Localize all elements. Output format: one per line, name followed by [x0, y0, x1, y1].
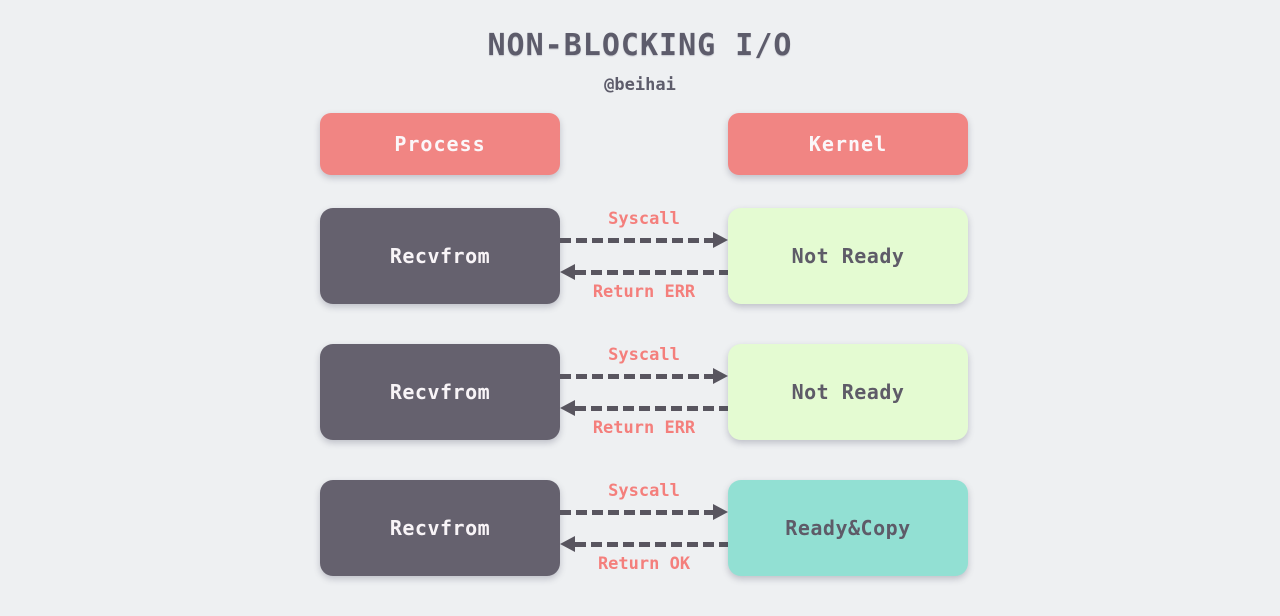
return-ok-label: Return OK	[597, 554, 691, 574]
return-arrow-icon	[560, 264, 728, 280]
recvfrom-label: Recvfrom	[389, 244, 491, 268]
recvfrom-box: Recvfrom	[320, 480, 560, 576]
process-lane-box: Process	[320, 113, 560, 175]
syscall-arrow-icon	[560, 504, 728, 520]
kernel-lane-label: Kernel	[808, 132, 888, 156]
return-arrow-icon	[560, 536, 728, 552]
syscall-label: Syscall	[608, 345, 680, 365]
syscall-arrow-icon	[560, 232, 728, 248]
diagram-author: @beihai	[604, 75, 676, 95]
syscall-label: Syscall	[608, 209, 680, 229]
recvfrom-label: Recvfrom	[389, 380, 491, 404]
arrow-group: Syscall Return OK	[560, 480, 728, 576]
recvfrom-box: Recvfrom	[320, 208, 560, 304]
not-ready-label: Not Ready	[791, 380, 905, 404]
arrow-group: Syscall Return ERR	[560, 208, 728, 304]
not-ready-box: Not Ready	[728, 344, 968, 440]
ready-copy-label: Ready&Copy	[785, 516, 911, 540]
ready-copy-box: Ready&Copy	[728, 480, 968, 576]
process-lane-label: Process	[394, 132, 486, 156]
return-err-label: Return ERR	[592, 418, 696, 438]
kernel-lane-box: Kernel	[728, 113, 968, 175]
diagram-title: NON-BLOCKING I/O	[487, 28, 793, 63]
return-err-label: Return ERR	[592, 282, 696, 302]
arrow-group: Syscall Return ERR	[560, 344, 728, 440]
return-arrow-icon	[560, 400, 728, 416]
syscall-arrow-icon	[560, 368, 728, 384]
recvfrom-box: Recvfrom	[320, 344, 560, 440]
not-ready-label: Not Ready	[791, 244, 905, 268]
recvfrom-label: Recvfrom	[389, 516, 491, 540]
syscall-label: Syscall	[608, 481, 680, 501]
not-ready-box: Not Ready	[728, 208, 968, 304]
